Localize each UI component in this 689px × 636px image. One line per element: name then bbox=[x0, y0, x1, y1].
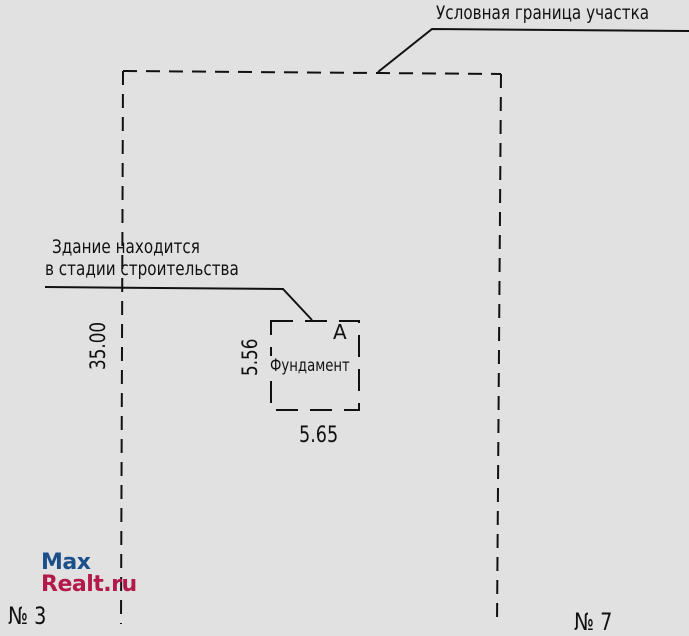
building-height-dimension: 5.56 bbox=[238, 338, 262, 376]
boundary-label: Условная граница участка bbox=[436, 2, 650, 24]
plot-boundary bbox=[120, 70, 502, 624]
building-letter: А bbox=[333, 320, 347, 344]
boundary-leader-line bbox=[377, 27, 689, 73]
building-width-dimension: 5.65 bbox=[299, 423, 339, 448]
building-leader-line bbox=[44, 286, 313, 321]
neighbor-left-label: № 3 bbox=[8, 602, 47, 630]
plot-side-dimension: 35.00 bbox=[86, 321, 110, 370]
watermark-logo: Max Realt.ru bbox=[41, 552, 137, 596]
building-type: Фундамент bbox=[270, 356, 350, 376]
watermark-realt: Realt.ru bbox=[41, 572, 137, 597]
watermark-max: Max bbox=[41, 550, 91, 575]
building-status-line1: Здание находится bbox=[52, 236, 200, 258]
building-status-line2: в стадии строительства bbox=[45, 258, 239, 280]
neighbor-right-label: № 7 bbox=[574, 608, 613, 636]
